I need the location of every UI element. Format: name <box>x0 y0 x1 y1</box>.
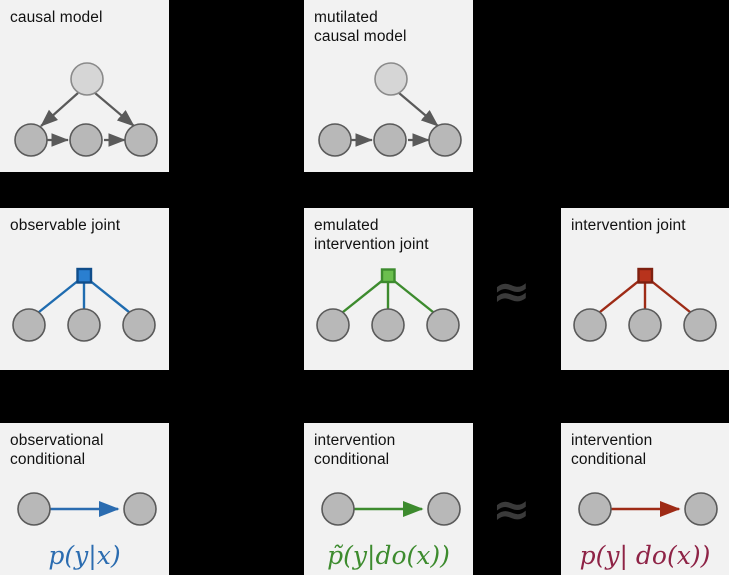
node-m <box>373 123 407 157</box>
node-x <box>12 308 46 342</box>
panel-title-emulated-intervention-joint: emulated intervention joint <box>314 217 429 253</box>
factor-node <box>380 268 396 284</box>
emulated-intervention-joint-factor-graph <box>316 268 460 342</box>
formula-text: p̃(y|do(x)) <box>327 541 450 570</box>
node-y <box>123 492 157 526</box>
panel-observable-joint: observable joint <box>0 208 169 370</box>
node-m <box>67 308 101 342</box>
panel-title-observational-conditional: observational conditional <box>10 432 104 468</box>
panel-emulated-intervention-joint: emulated intervention joint <box>304 208 473 370</box>
panel-title-intervention-conditional-emulated: intervention conditional <box>314 432 396 468</box>
panel-observational-conditional: observational conditional p(y|x) <box>0 423 169 575</box>
node-confounder <box>70 62 104 96</box>
approx-symbol-joint-row: ≈ <box>492 264 531 318</box>
node-confounder <box>374 62 408 96</box>
formula-text: p(y| do(x)) <box>579 541 711 570</box>
edge-top-to-right <box>94 92 135 127</box>
intervention-conditional-emulated-graph <box>321 492 461 526</box>
node-y <box>428 123 462 157</box>
node-y <box>684 492 718 526</box>
factor-node <box>637 267 654 284</box>
node-x <box>17 492 51 526</box>
node-x <box>316 308 350 342</box>
panel-title-mutilated-causal-model: mutilated causal model <box>314 9 407 45</box>
node-m <box>69 123 103 157</box>
node-m <box>628 308 662 342</box>
panel-mutilated-causal-model: mutilated causal model <box>304 0 473 172</box>
panel-title-causal-model: causal model <box>10 9 103 26</box>
node-x <box>573 308 607 342</box>
intervention-joint-factor-graph <box>573 267 717 342</box>
panel-causal-model: causal model <box>0 0 169 172</box>
edge-top-to-right <box>398 92 439 127</box>
formula-intervention-conditional-emulated: p̃(y|do(x)) <box>304 541 473 570</box>
node-x <box>578 492 612 526</box>
node-y <box>427 492 461 526</box>
observational-conditional-graph <box>17 492 157 526</box>
node-x <box>318 123 352 157</box>
node-y <box>122 308 156 342</box>
panel-intervention-conditional-emulated: intervention conditional p̃(y|do(x)) <box>304 423 473 575</box>
formula-intervention-conditional-true: p(y| do(x)) <box>561 541 729 570</box>
mutilated-causal-model-graph <box>318 62 462 157</box>
formula-text: p(y|x) <box>48 541 121 570</box>
edge-top-to-left <box>40 92 79 127</box>
node-y <box>683 308 717 342</box>
factor-node <box>76 267 93 284</box>
formula-observational-conditional: p(y|x) <box>0 541 169 570</box>
panel-title-intervention-joint: intervention joint <box>571 217 686 234</box>
node-x <box>321 492 355 526</box>
causal-model-graph <box>14 62 158 157</box>
panel-title-intervention-conditional-true: intervention conditional <box>571 432 653 468</box>
node-y <box>124 123 158 157</box>
intervention-conditional-true-graph <box>578 492 718 526</box>
node-x <box>14 123 48 157</box>
approx-symbol-conditional-row: ≈ <box>492 482 531 536</box>
panel-intervention-conditional-true: intervention conditional p(y| do(x)) <box>561 423 729 575</box>
node-y <box>426 308 460 342</box>
observable-joint-factor-graph <box>12 267 156 342</box>
panel-title-observable-joint: observable joint <box>10 217 121 234</box>
panel-intervention-joint: intervention joint <box>561 208 729 370</box>
node-m <box>371 308 405 342</box>
